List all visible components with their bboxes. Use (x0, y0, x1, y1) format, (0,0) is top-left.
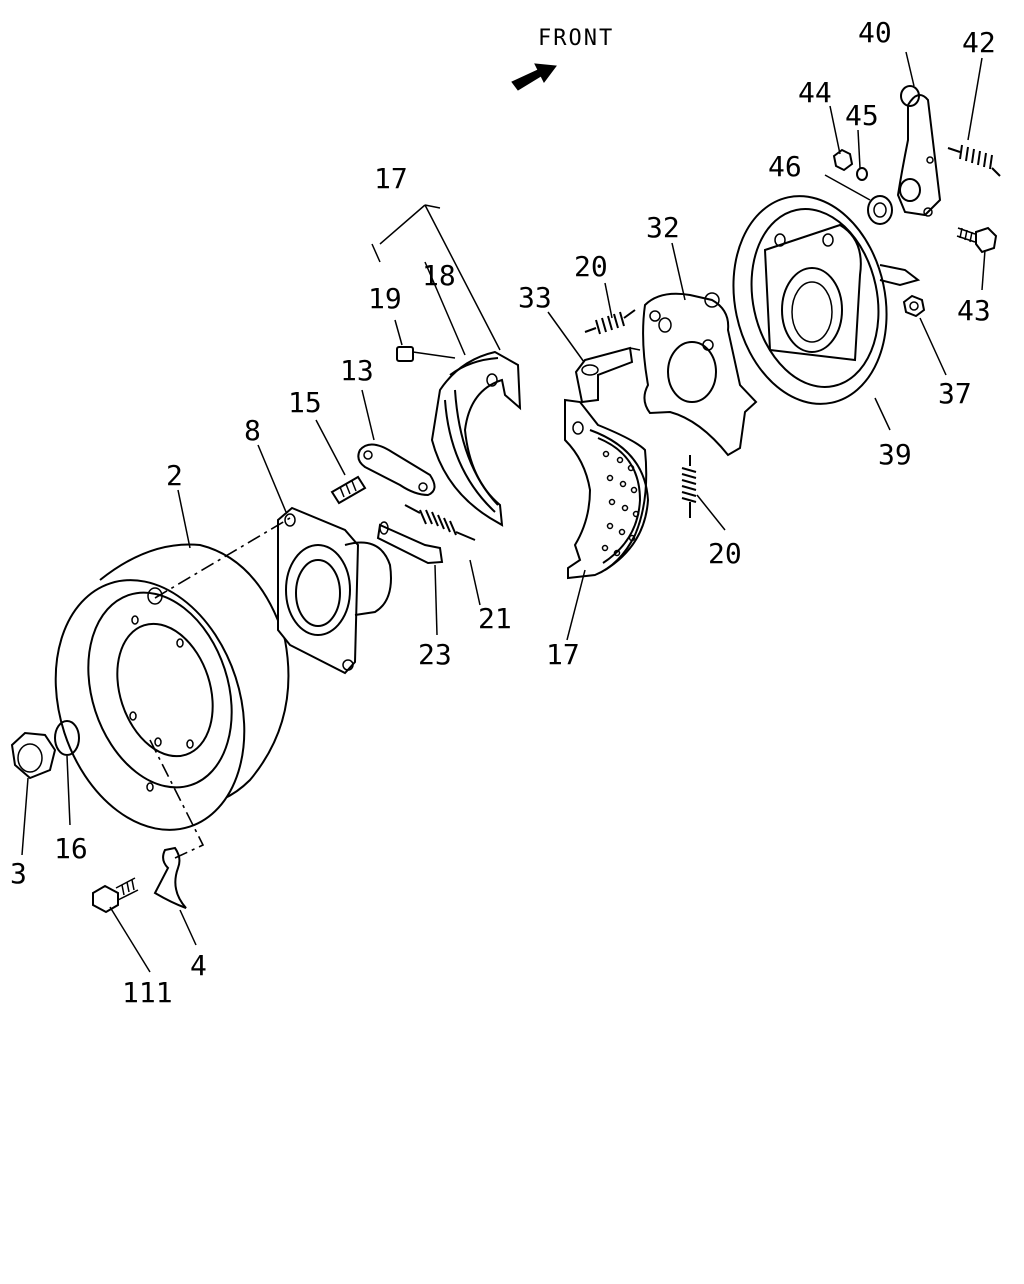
callout-15: 15 (288, 386, 322, 419)
callout-32: 32 (646, 211, 680, 244)
spring-42 (947, 144, 1001, 177)
callout-16: 16 (54, 832, 88, 865)
center-line-lower (149, 739, 205, 859)
callout-42: 42 (962, 26, 996, 59)
stud-15 (330, 475, 367, 505)
callout-17-upper: 17 (374, 162, 408, 195)
callout-18: 18 (422, 259, 456, 292)
callout-43: 43 (957, 294, 991, 327)
spring-20-upper (584, 309, 636, 335)
hex-nut (10, 731, 57, 780)
nut-44 (832, 148, 854, 172)
lever-40 (896, 85, 942, 217)
callout-46: 46 (768, 150, 802, 183)
callout-21: 21 (478, 602, 512, 635)
front-arrow-icon (511, 63, 557, 91)
clip (153, 846, 187, 909)
brake-shoe-upper (430, 350, 522, 527)
callout-44: 44 (798, 76, 832, 109)
callout-4: 4 (190, 949, 207, 982)
spring-20-lower (681, 455, 697, 518)
callout-19: 19 (368, 282, 402, 315)
washer-45 (856, 167, 868, 181)
callout-20-lower: 20 (708, 537, 742, 570)
screw-19 (396, 346, 456, 362)
callout-23: 23 (418, 638, 452, 671)
callout-45: 45 (845, 99, 879, 132)
lining-rivets (601, 450, 640, 557)
front-label: FRONT (538, 26, 614, 51)
callout-39: 39 (878, 438, 912, 471)
callout-37: 37 (938, 377, 972, 410)
anchor-pin (574, 346, 641, 404)
backing-plate (642, 292, 758, 457)
callout-111: 111 (122, 976, 173, 1009)
callout-13: 13 (340, 354, 374, 387)
callout-33: 33 (518, 281, 552, 314)
collar-46 (867, 195, 893, 225)
brake-shoe-lower (564, 398, 650, 580)
bolt-43 (956, 226, 998, 254)
bolt-111 (92, 877, 139, 914)
hub-flange (277, 506, 392, 675)
link-plate (357, 443, 436, 497)
brake-drum (54, 543, 290, 831)
leader-lines (21, 51, 986, 973)
callout-8: 8 (244, 414, 261, 447)
callout-20-upper: 20 (574, 250, 608, 283)
spring-21 (404, 504, 476, 541)
callout-40: 40 (858, 16, 892, 49)
pin-23 (376, 521, 444, 565)
callout-2: 2 (166, 459, 183, 492)
callouts: 40 42 44 45 46 43 37 39 32 20 33 17 18 1… (10, 16, 996, 1009)
ring-washer (54, 720, 80, 756)
dust-cover-plate (732, 195, 921, 405)
callout-3: 3 (10, 857, 27, 890)
callout-17-lower: 17 (546, 638, 580, 671)
nut-37 (902, 294, 926, 318)
